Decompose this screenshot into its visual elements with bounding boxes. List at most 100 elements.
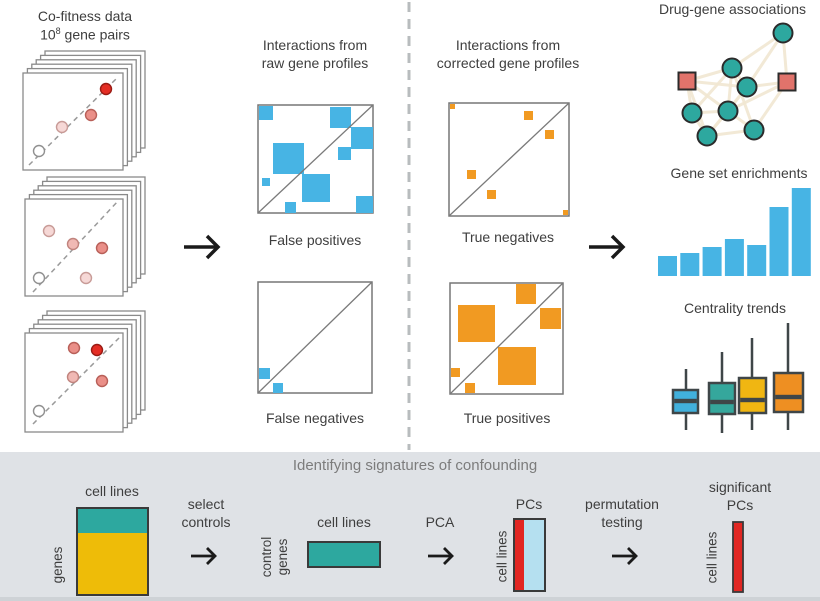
gene-pair-point [66,237,80,251]
interaction-cell [458,305,495,342]
drug-node [677,71,697,91]
interaction-cell [259,368,270,379]
pca-label: PCA [425,514,455,530]
gene-node [721,57,743,79]
gene-pair-point [42,224,56,238]
median-line [740,397,765,403]
interaction-cell [273,143,304,174]
interaction-cell [273,383,283,393]
arrow-head [443,547,454,565]
interaction-cell [563,210,568,215]
box [737,376,768,415]
control-genes-rect [307,541,381,568]
matrix-diagonal [448,102,570,217]
centrality-boxplot [737,338,768,430]
genes-label: genes [50,546,65,584]
identity-diagonal [32,337,120,425]
network-edge [727,80,788,113]
cell-lines-label-pc: cell lines [494,530,510,583]
true-positives-matrix [449,282,564,395]
true-negatives-label: True negatives [461,229,555,245]
centrality-heading: Centrality trends [684,300,786,316]
gene-pair-point [66,370,80,384]
interaction-cell [351,127,373,149]
drug-gene-heading: Drug-gene associations [658,1,807,17]
interaction-cell [465,383,475,393]
interaction-cell [450,104,455,109]
cofitness-line2-base: 10 [40,26,56,43]
interaction-cell [498,347,536,385]
box [772,371,805,414]
gene-pair-point [95,374,109,388]
false-positives-label: False positives [268,232,362,248]
cell-lines-label-control: cell lines [317,514,371,530]
control-line2: genes [275,538,291,576]
gene-pair-point [99,82,113,96]
cofitness-line2-rest: gene pairs [60,26,130,43]
gene-pair-point [32,144,46,158]
pc-matrix-red-stripe [514,519,524,591]
genes-matrix-teal-block [77,508,148,533]
median-line [674,398,697,404]
cofitness-heading: Co-fitness data 108 gene pairs [15,8,155,44]
box [707,381,737,416]
gene-pair-point [84,108,98,122]
false-negatives-matrix [257,281,373,394]
matrix-diagonal [257,104,374,214]
corrected-profiles-heading: Interactions from corrected gene profile… [413,37,603,73]
select-line2: controls [181,513,231,530]
drug-node [777,72,797,92]
flow-arrow [191,547,217,565]
false-negatives-label: False negatives [265,410,365,426]
gene-node [772,22,794,44]
interaction-cell [262,178,270,186]
enrichment-bar [680,253,700,276]
pc-matrix-border [513,518,546,592]
enrichment-bar [791,188,811,276]
gene-node [717,100,739,122]
interaction-cell [356,196,373,213]
cofitness-exponent: 8 [55,25,61,36]
genes-matrix-border [76,507,149,596]
arrow-head [205,234,221,260]
drug-gene-network [677,22,797,147]
cell-lines-label-matrix: cell lines [85,483,139,499]
interaction-cell [545,130,554,139]
scatter-stack [22,50,146,171]
interaction-cell [338,147,351,160]
arrow-head [610,234,626,260]
centrality-boxplot [707,352,737,433]
centrality-boxplot [772,323,805,430]
gene-pair-point [79,271,93,285]
gene-node [681,102,703,124]
control-genes-label: control genes [259,522,293,592]
gene-pair-point [90,343,104,357]
interaction-cell [487,190,496,199]
scatter-stack [24,310,146,433]
corrected-heading-line2: corrected gene profiles [436,54,580,71]
raw-heading-line2: raw gene profiles [261,54,369,71]
flow-arrow [589,234,626,260]
enrichment-bar [747,245,767,276]
genes-matrix-yellow-block [77,533,148,595]
permutation-testing-label: permutation testing [572,496,672,532]
median-line [775,394,802,400]
matrix-diagonal [257,281,373,394]
corrected-heading-line1: Interactions from [455,37,561,53]
gene-pair-point [32,271,46,285]
false-positives-matrix [257,104,374,214]
gene-pair-point [95,241,109,255]
interaction-cell [540,308,561,329]
centrality-boxplot [671,369,700,430]
gene-node [736,76,758,98]
interaction-cell [330,107,351,128]
arrow-head [206,547,217,565]
network-edge [730,67,756,131]
enrichment-bar [702,247,722,276]
cell-lines-label-sig: cell lines [704,531,720,584]
matrix-diagonal [449,282,564,395]
flow-arrow [428,547,454,565]
scatter-stack [24,176,146,297]
gene-node [743,119,765,141]
